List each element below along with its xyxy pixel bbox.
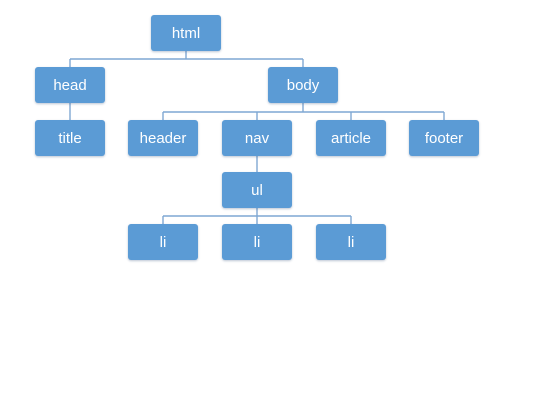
node-footer-label: footer — [424, 129, 464, 147]
node-title: title — [35, 120, 105, 156]
node-article: article — [316, 120, 386, 156]
node-li-1: li — [128, 224, 198, 260]
node-li-3-label: li — [347, 233, 355, 251]
node-html: html — [151, 15, 221, 51]
node-nav: nav — [222, 120, 292, 156]
node-head: head — [35, 67, 105, 103]
node-header: header — [128, 120, 198, 156]
node-li-3: li — [316, 224, 386, 260]
node-head-label: head — [53, 76, 87, 94]
node-article-label: article — [330, 129, 371, 147]
node-ul-label: ul — [251, 181, 263, 199]
node-title-label: title — [58, 129, 82, 147]
node-nav-label: nav — [244, 129, 270, 147]
node-header-label: header — [139, 129, 187, 147]
node-html-label: html — [171, 24, 201, 42]
node-body-label: body — [286, 76, 320, 94]
node-body: body — [268, 67, 338, 103]
node-li-2-label: li — [253, 233, 261, 251]
node-li-2: li — [222, 224, 292, 260]
node-footer: footer — [409, 120, 479, 156]
node-ul: ul — [222, 172, 292, 208]
node-li-1-label: li — [159, 233, 167, 251]
